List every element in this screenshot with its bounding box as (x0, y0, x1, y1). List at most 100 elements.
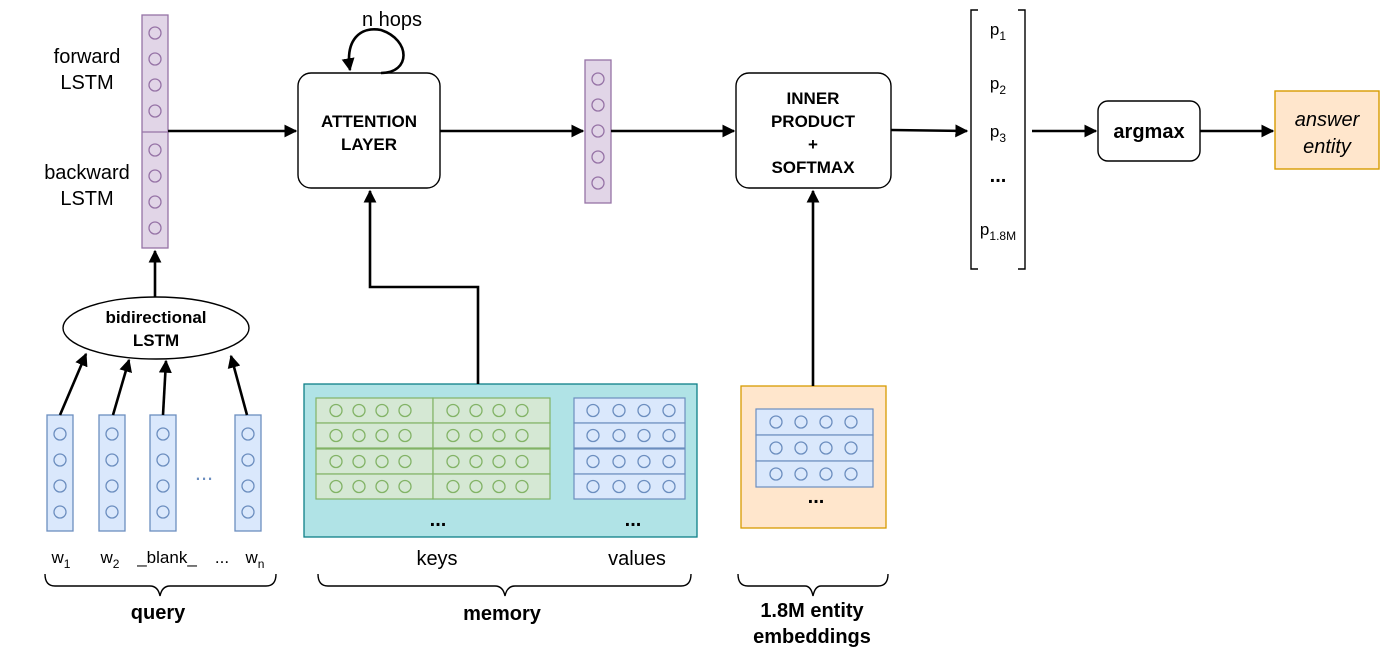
backward-lstm-label: LSTM (60, 188, 113, 210)
inner-line1: INNER (787, 89, 840, 108)
query-label: query (131, 602, 186, 624)
entity-unit-icon (769, 441, 783, 455)
w2-to-bilstm-edge (111, 358, 132, 416)
query-word-vector (46, 414, 74, 532)
memory-to-attention-edge (363, 189, 480, 384)
memory-value-box (573, 473, 686, 500)
key-unit-icon (446, 428, 460, 443)
lstm-unit-icon (148, 221, 162, 235)
key-unit-icon (375, 454, 389, 469)
attention-line2: LAYER (341, 135, 397, 154)
memory-key-cell (432, 397, 551, 424)
key-unit-icon (398, 403, 412, 418)
query-word-label: _blank_ (136, 548, 197, 567)
entity-unit-icon (794, 415, 808, 429)
entity-embedding-box (755, 408, 874, 436)
entity-unit-icon (819, 467, 833, 481)
output-unit-icon (591, 72, 605, 86)
value-unit-icon (586, 403, 600, 418)
forward-label: forward (54, 46, 121, 68)
entity-unit-icon (769, 415, 783, 429)
value-unit-icon (662, 428, 676, 443)
key-unit-icon (469, 428, 483, 443)
argmax-node: argmax (1097, 100, 1201, 162)
n-hops-label: n hops (362, 9, 422, 31)
entity-unit-icon (794, 441, 808, 455)
entity-unit-icon (819, 415, 833, 429)
memory-value-dots: ... (625, 509, 642, 531)
lstm-unit-icon (148, 104, 162, 118)
memory-value-cell (573, 397, 686, 424)
lstm-unit-icon (148, 143, 162, 157)
prob-bracket-right (1018, 9, 1026, 270)
key-unit-icon (515, 479, 529, 494)
bilstm-line1: bidirectional (105, 308, 206, 327)
query-word-label: w2 (100, 548, 120, 571)
inner-line2: PRODUCT (771, 112, 856, 131)
answer-line2: entity (1303, 136, 1352, 158)
key-unit-icon (492, 454, 506, 469)
attention-layer-node: ATTENTION LAYER (297, 72, 441, 189)
probability-entry: p1.8M (980, 220, 1016, 243)
key-unit-icon (352, 454, 366, 469)
query-word-vector-box (98, 414, 126, 532)
n-hops-loop-arrow (341, 28, 405, 75)
word-unit-icon (105, 505, 119, 519)
key-unit-icon (352, 428, 366, 443)
attention-line1: ATTENTION (321, 112, 417, 131)
entity-embedding-row (755, 408, 874, 436)
key-unit-icon (446, 454, 460, 469)
value-unit-icon (612, 479, 626, 494)
bilstm-line2: LSTM (133, 331, 179, 350)
memory-key-box (432, 422, 551, 449)
key-unit-icon (375, 428, 389, 443)
bidirectional-lstm-node: bidirectional LSTM (62, 296, 250, 360)
entity-brace (737, 573, 889, 597)
word-unit-icon (53, 453, 67, 467)
memory-key-box (315, 448, 434, 475)
output-vector (584, 59, 612, 204)
inner-line4: SOFTMAX (771, 158, 855, 177)
entity-embedding-row (755, 434, 874, 462)
wn-to-bilstm-edge (227, 354, 249, 416)
probability-entry: p3 (990, 122, 1006, 145)
blank-to-bilstm-edge (158, 359, 172, 416)
query-word-vectors (46, 414, 262, 532)
probability-entry: p2 (990, 74, 1006, 97)
word-unit-icon (156, 479, 170, 493)
word-unit-icon (156, 505, 170, 519)
value-unit-icon (637, 454, 651, 469)
memory-key-dots: ... (430, 509, 447, 531)
probability-entry: p1 (990, 20, 1006, 43)
word-unit-icon (241, 453, 255, 467)
value-unit-icon (586, 454, 600, 469)
memory-key-box (315, 422, 434, 449)
entity-label-line1: 1.8M entity (760, 600, 864, 622)
output-unit-icon (591, 124, 605, 138)
argmax-label: argmax (1113, 121, 1184, 143)
key-unit-icon (469, 479, 483, 494)
memory-values-grid (573, 397, 686, 500)
key-unit-icon (329, 403, 343, 418)
memory-key-box (315, 397, 434, 424)
query-word-vector-box (149, 414, 177, 532)
value-unit-icon (662, 454, 676, 469)
query-brace (44, 573, 277, 597)
memory-key-box (432, 397, 551, 424)
value-unit-icon (662, 479, 676, 494)
lstm-state-vector (141, 14, 169, 249)
memory-label: memory (463, 603, 542, 625)
key-unit-icon (375, 403, 389, 418)
key-unit-icon (515, 454, 529, 469)
word-unit-icon (105, 453, 119, 467)
memory-key-cell (432, 448, 551, 475)
value-unit-icon (637, 428, 651, 443)
value-unit-icon (637, 403, 651, 418)
query-word-label: ... (215, 548, 229, 567)
memory-value-cell (573, 422, 686, 449)
query-word-vector-box (234, 414, 262, 532)
value-unit-icon (637, 479, 651, 494)
key-unit-icon (398, 479, 412, 494)
